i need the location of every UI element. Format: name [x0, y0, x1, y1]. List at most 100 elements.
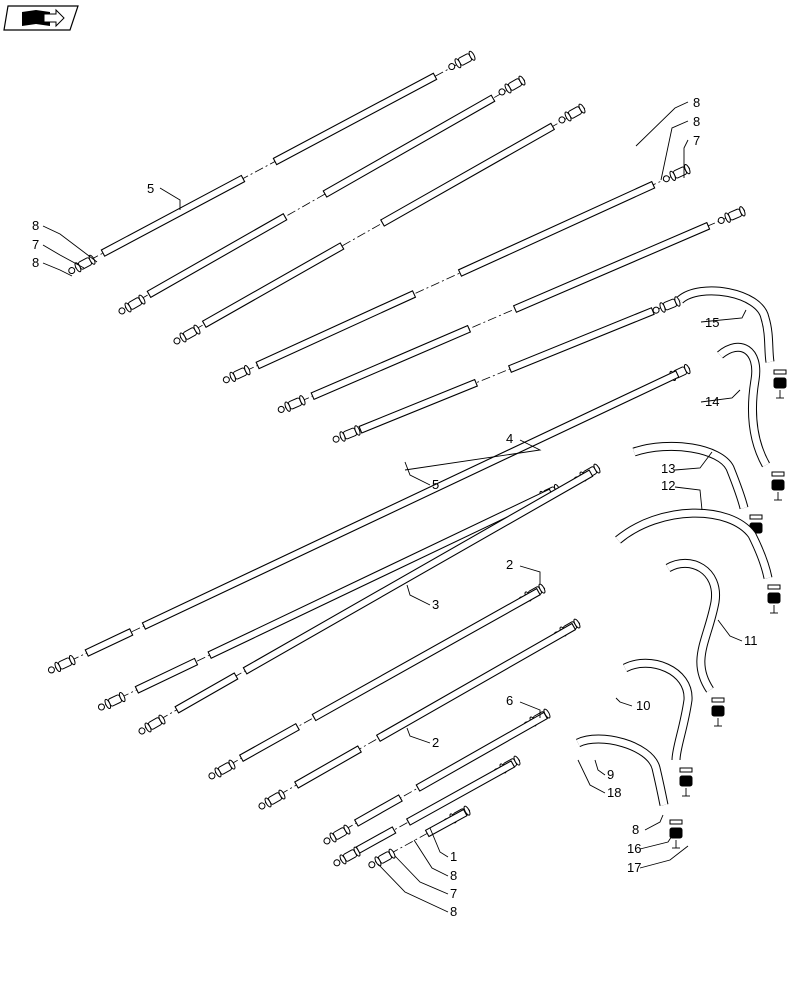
hose-13: [632, 441, 763, 544]
clamp-ring: [578, 103, 586, 114]
clamp-ring: [118, 691, 126, 703]
clamp-ring: [374, 856, 382, 867]
hose-outline: [632, 441, 749, 510]
nozzle-washer: [679, 767, 693, 773]
leader-line: [404, 439, 542, 471]
leader-line: [615, 697, 633, 707]
nozzle-washer: [767, 584, 781, 590]
callout-5-top: 5: [147, 181, 154, 196]
clamp-ring: [683, 363, 691, 375]
pipe-fitting: [277, 395, 306, 413]
clamp-ring: [74, 262, 82, 273]
callout-5-lower: 5: [432, 477, 439, 492]
pipe-segment: [353, 794, 403, 827]
hose-assemblies: [575, 286, 787, 849]
book-arrow-icon[interactable]: [3, 5, 79, 31]
pipe-segment: [375, 622, 577, 742]
pipe-segment: [415, 711, 549, 792]
clamp-ring: [468, 50, 476, 61]
nozzle-body: [711, 705, 725, 717]
callout-13: 13: [661, 461, 675, 476]
pipe-fitting: [173, 324, 201, 345]
callout-11: 11: [744, 633, 758, 648]
o-ring: [118, 307, 126, 315]
callout-14: 14: [705, 394, 719, 409]
o-ring: [47, 666, 55, 674]
nozzle-assembly: [773, 369, 787, 399]
nozzle-body: [773, 377, 787, 389]
leader-line: [42, 262, 73, 277]
pipe-segment: [310, 324, 472, 401]
callout-7-right: 7: [693, 133, 700, 148]
pipe-assemblies: [47, 50, 746, 869]
pipe-fitting: [368, 848, 396, 869]
pipe-segment: [201, 242, 345, 328]
callout-16: 16: [627, 841, 641, 856]
pipe-assembly-14: [368, 805, 471, 869]
clamp-ring: [244, 365, 251, 376]
pipe-fitting: [258, 789, 286, 810]
hose-body: [666, 559, 719, 692]
clamp-ring: [228, 759, 236, 770]
leader-line: [519, 701, 541, 718]
leader-line: [406, 727, 431, 744]
leader-line: [42, 244, 85, 269]
o-ring: [222, 376, 230, 384]
nozzle-body: [767, 592, 781, 604]
clamp-ring: [564, 111, 572, 122]
pipe-segment: [424, 808, 468, 838]
pipe-segment: [311, 587, 541, 722]
callout-4: 4: [506, 431, 513, 446]
clamp-ring: [724, 212, 731, 223]
o-ring: [68, 267, 76, 275]
pipe-fitting: [323, 824, 351, 845]
leader-line: [639, 835, 673, 850]
pipe-fitting: [332, 425, 361, 443]
clamp-ring: [68, 654, 76, 666]
leader-line: [594, 759, 606, 776]
nozzle-washer: [749, 514, 763, 520]
pipe-assembly-4: [222, 164, 691, 384]
clamp-ring: [504, 83, 512, 94]
leader-line: [717, 619, 743, 642]
o-ring: [138, 727, 146, 735]
pipe-fitting: [558, 103, 586, 124]
clamp-ring: [278, 789, 286, 800]
callout-8-right-mid: 8: [693, 114, 700, 129]
o-ring: [332, 435, 340, 443]
pipe-segment: [507, 307, 655, 373]
hose-15: [676, 286, 787, 399]
pipe-assembly-9: [138, 463, 601, 735]
hose-body: [576, 735, 668, 806]
hose-body: [632, 442, 748, 509]
clamp-ring: [138, 294, 146, 305]
callout-6: 6: [506, 693, 513, 708]
callout-8-bottom-right: 8: [632, 822, 639, 837]
hose-body: [615, 509, 772, 579]
leader-line: [394, 855, 449, 895]
pipe-assembly-12: [323, 708, 551, 845]
leader-line: [519, 565, 541, 584]
o-ring: [173, 337, 181, 345]
clamp-ring: [659, 302, 666, 313]
pipe-segment: [84, 628, 134, 657]
o-ring: [662, 175, 670, 183]
callout-12: 12: [661, 478, 675, 493]
clamp-ring: [214, 767, 222, 778]
pipe-fitting: [222, 365, 251, 384]
pipe-segment: [355, 826, 397, 854]
o-ring: [498, 88, 506, 96]
clamp-ring: [284, 401, 291, 412]
pipe-segment: [238, 722, 300, 763]
pipe-segment: [322, 94, 496, 198]
pipe-fitting: [97, 691, 126, 711]
pipe-fitting: [208, 759, 236, 780]
pipe-segment: [294, 745, 362, 789]
hose-14: [717, 342, 785, 501]
hose-body: [623, 659, 692, 761]
o-ring: [558, 116, 566, 124]
hose-12: [615, 508, 781, 614]
clamp-ring: [229, 371, 236, 382]
pipe-assembly-11: [258, 618, 581, 810]
